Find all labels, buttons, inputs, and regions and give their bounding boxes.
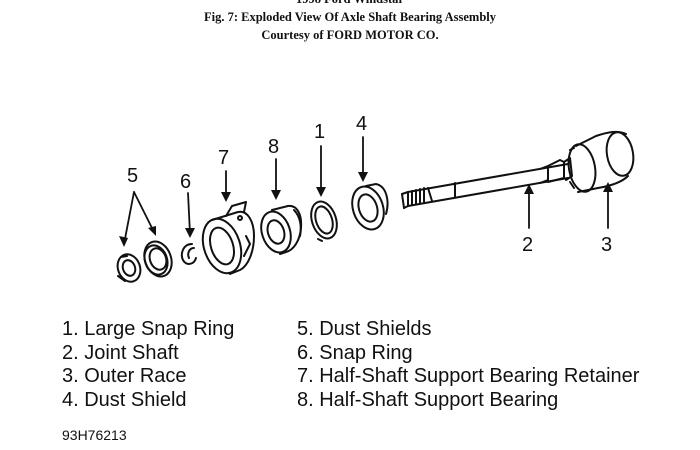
- legend-item: 6. Snap Ring: [297, 341, 413, 364]
- figure-id: 93H76213: [62, 427, 127, 443]
- part-outer-race: [563, 130, 635, 193]
- legend-item: 8. Half-Shaft Support Bearing: [297, 388, 559, 411]
- part-bearing-retainer: [201, 201, 255, 275]
- legend-item: 3. Outer Race: [62, 365, 187, 387]
- part-snap-ring: [180, 243, 197, 265]
- callout-7: 7: [218, 147, 229, 169]
- header-figure-title: Fig. 7: Exploded View Of Axle Shaft Bear…: [203, 10, 497, 24]
- part-dust-shield-right: [143, 240, 173, 278]
- header-courtesy: Courtesy of FORD MOTOR CO.: [261, 28, 439, 42]
- legend-item: 4. Dust Shield: [62, 388, 187, 411]
- part-large-snap-ring: [310, 200, 338, 242]
- figure-header: 1998 Ford Windstar Fig. 7: Exploded View…: [0, 0, 700, 44]
- part-joint-shaft: [401, 159, 569, 209]
- part-support-bearing: [260, 204, 303, 255]
- callout-4: 4: [356, 113, 367, 135]
- callout-8: 8: [268, 136, 279, 158]
- callout-5: 5: [127, 165, 138, 187]
- arrowheads: [119, 172, 613, 247]
- legend-item: 5. Dust Shields: [297, 318, 432, 340]
- callout-1: 1: [314, 121, 325, 143]
- leader-lines: [123, 136, 609, 245]
- legend-column-1: 1. Large Snap Ring 2. Joint Shaft 3. Out…: [62, 318, 234, 412]
- legend-item: 2. Joint Shaft: [62, 341, 179, 364]
- callout-6: 6: [180, 171, 191, 193]
- legend-item: 7. Half-Shaft Support Bearing Retainer: [297, 365, 640, 387]
- header-vehicle: 1998 Ford Windstar: [0, 0, 700, 8]
- part-dust-shield-left: [116, 253, 142, 283]
- callout-2: 2: [522, 234, 533, 256]
- part-dust-shield: [351, 183, 389, 231]
- legend-item: 1. Large Snap Ring: [62, 318, 235, 340]
- callout-3: 3: [601, 234, 612, 256]
- legend-column-2: 5. Dust Shields 6. Snap Ring 7. Half-Sha…: [297, 318, 639, 412]
